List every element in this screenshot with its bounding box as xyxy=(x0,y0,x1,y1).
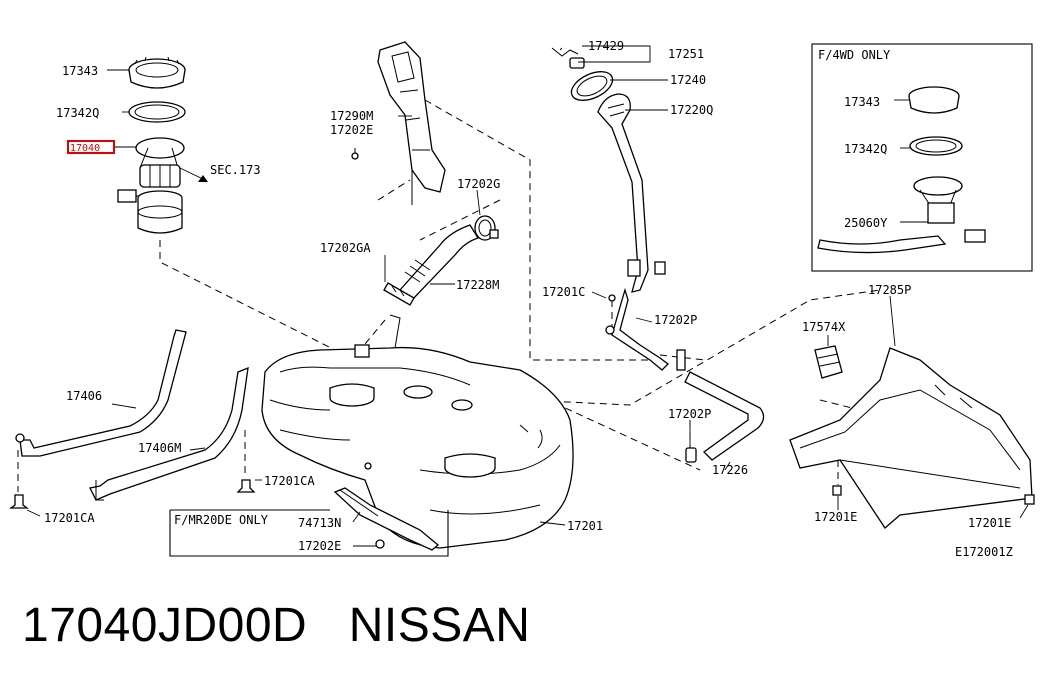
label-74713N: 74713N xyxy=(298,516,341,530)
label-ref-code: E172001Z xyxy=(955,545,1013,559)
strap-17406 xyxy=(15,329,187,457)
sec173-arrow xyxy=(179,167,206,181)
label-17201CA-a: 17201CA xyxy=(44,511,95,525)
label-sec173: SEC.173 xyxy=(210,163,261,177)
label-25060Y: 25060Y xyxy=(844,216,888,230)
lock-ring-17343 xyxy=(128,56,186,89)
heat-shield-17285P xyxy=(789,347,1033,529)
callout-labels: 17343 17342Q 17040 SEC.173 17290M 17202E… xyxy=(44,39,1013,559)
strap-17406M xyxy=(89,366,249,501)
label-17574X: 17574X xyxy=(802,320,846,334)
label-17343: 17343 xyxy=(62,64,98,78)
label-4wd-17343: 17343 xyxy=(844,95,880,109)
label-17201C: 17201C xyxy=(542,285,585,299)
clip-17574X xyxy=(814,345,843,379)
leader-17201E-b xyxy=(1019,504,1029,519)
label-17202G: 17202G xyxy=(457,177,500,191)
label-17251: 17251 xyxy=(668,47,704,61)
filler-bracket-17290M xyxy=(351,41,446,205)
leader-17201C xyxy=(591,291,607,299)
fuel-pump-assy-17040 xyxy=(117,137,185,234)
label-17202P-a: 17202P xyxy=(654,313,697,327)
label-17201CA-b: 17201CA xyxy=(264,474,315,488)
leader-17429-17251 xyxy=(578,45,651,63)
label-17202E-bot: 17202E xyxy=(298,539,341,553)
label-17201: 17201 xyxy=(567,519,603,533)
leader-17201CA-a xyxy=(26,509,41,517)
clamp-17202G xyxy=(474,215,499,241)
label-17240: 17240 xyxy=(670,73,706,87)
label-17226: 17226 xyxy=(712,463,748,477)
fuel-tank-17201 xyxy=(261,314,574,549)
bolts-17201CA xyxy=(9,479,256,509)
mr20de-box xyxy=(169,487,449,557)
label-4wd-17342Q: 17342Q xyxy=(844,142,887,156)
label-17406: 17406 xyxy=(66,389,102,403)
leader-17285P xyxy=(889,295,896,347)
label-17201E-b: 17201E xyxy=(968,516,1011,530)
label-17406M: 17406M xyxy=(138,441,181,455)
vent-hose-17226 xyxy=(676,349,765,463)
label-17429: 17429 xyxy=(588,39,624,53)
f4wd-box xyxy=(811,43,1033,272)
leader-17202G xyxy=(476,189,481,216)
clamp-17202GA xyxy=(383,282,415,306)
packing-ring-17342Q xyxy=(128,101,186,123)
label-17342Q: 17342Q xyxy=(56,106,99,120)
bolts-17201E xyxy=(832,485,1035,505)
label-17220Q: 17220Q xyxy=(670,103,713,117)
label-17201E-a: 17201E xyxy=(814,510,857,524)
leader-17201 xyxy=(539,521,566,526)
label-17202GA: 17202GA xyxy=(320,241,371,255)
sec173-arrowhead xyxy=(198,175,208,182)
label-17202P-b: 17202P xyxy=(668,407,711,421)
part-number-caption: 17040JD00D NISSAN xyxy=(22,598,530,653)
label-17040: 17040 xyxy=(70,143,100,154)
label-17290M: 17290M xyxy=(330,109,373,123)
leader-17406M xyxy=(189,447,206,451)
filler-cap-17251 xyxy=(551,47,585,69)
filler-tube-17220Q xyxy=(597,93,669,371)
leader-17429a xyxy=(559,47,563,51)
label-mr20de: F/MR20DE ONLY xyxy=(174,513,269,527)
label-4wd: F/4WD ONLY xyxy=(818,48,891,62)
leader-17406 xyxy=(111,403,137,409)
ring-17240 xyxy=(570,71,614,101)
label-17285P: 17285P xyxy=(868,283,911,297)
highlighted-part-box xyxy=(67,140,115,154)
bolt-17201C xyxy=(605,294,616,335)
label-17228M: 17228M xyxy=(456,278,499,292)
brand-name: NISSAN xyxy=(348,599,531,652)
leader-74713N xyxy=(352,511,361,523)
leader-17226 xyxy=(724,461,731,471)
part-number: 17040JD00D xyxy=(22,599,308,652)
label-17202E-top: 17202E xyxy=(330,123,373,137)
leader-17202P-a xyxy=(635,317,653,323)
